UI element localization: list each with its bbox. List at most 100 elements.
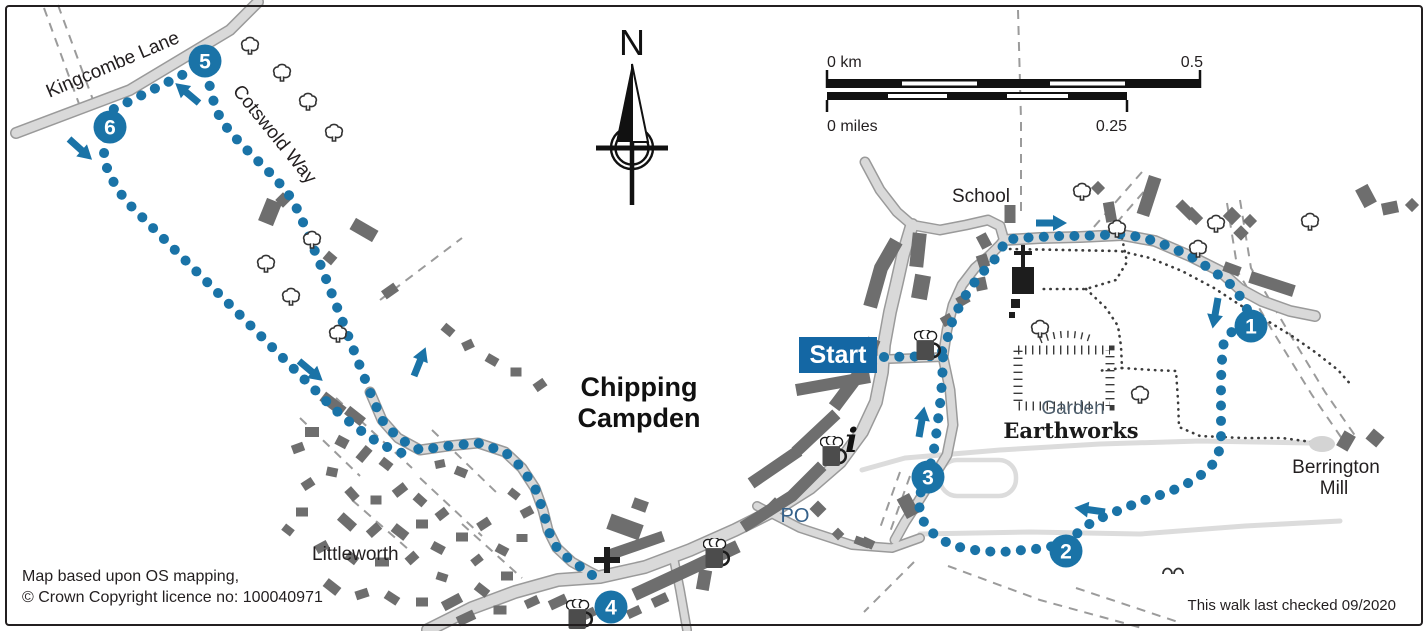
building (695, 569, 713, 591)
building (314, 539, 330, 555)
route-dots (879, 228, 1255, 558)
building (975, 253, 991, 269)
building (606, 513, 644, 541)
credit-line2: © Crown Copyright licence no: 100040971 (22, 589, 323, 606)
road (11, 0, 263, 138)
terrace-row (795, 371, 871, 396)
start-label: Start (810, 341, 868, 369)
route-dots (201, 61, 597, 580)
berrington-mill-label-line1: Berrington (1292, 457, 1380, 478)
building (412, 492, 428, 508)
svg-text:1: 1 (1245, 316, 1257, 339)
building (455, 609, 477, 627)
building (625, 604, 643, 620)
dashed-track (1017, 9, 1022, 215)
building (975, 232, 993, 250)
dashed-track (889, 475, 911, 533)
direction-arrow-icon (1036, 215, 1067, 231)
compass-needle-left (616, 64, 632, 142)
building (1222, 206, 1242, 226)
route-dots (98, 63, 419, 460)
dotted-boundaries (1008, 236, 1354, 444)
waypoint-5: 5 (188, 44, 222, 78)
scale-miles-max: 0.25 (1096, 118, 1127, 135)
building (1004, 205, 1016, 223)
building (1380, 200, 1400, 216)
direction-arrow-icon (1074, 501, 1106, 518)
building (519, 505, 535, 519)
building (300, 476, 316, 492)
building (430, 540, 446, 556)
building (523, 594, 541, 610)
walk-route (98, 61, 1255, 580)
dashed-track (1226, 202, 1346, 444)
building (484, 353, 500, 367)
waypoint-1: 1 (1234, 309, 1268, 343)
building (344, 550, 360, 566)
building (470, 553, 484, 567)
building (1090, 180, 1106, 196)
terrace-row (739, 461, 827, 533)
building (404, 550, 420, 566)
building (532, 377, 548, 393)
building (344, 486, 360, 502)
road (753, 502, 924, 552)
building (1248, 271, 1296, 297)
direction-arrow-icon (66, 136, 93, 160)
scale-km-zero: 0 km (827, 54, 862, 71)
building (383, 590, 401, 606)
direction-arrow-icon (410, 347, 428, 378)
building (476, 516, 492, 532)
town-label-line1: Chipping (581, 372, 698, 402)
compass-rose: N (596, 22, 668, 205)
building (375, 557, 389, 567)
scale-miles-bar (827, 92, 1127, 100)
dashed-track (1239, 199, 1359, 441)
building (1233, 225, 1249, 241)
building (378, 456, 394, 472)
dashed-track (419, 477, 483, 537)
building (1336, 430, 1356, 452)
buildings (258, 174, 1420, 627)
waypoint-3: 3 (911, 460, 945, 494)
building (1404, 197, 1420, 213)
building (390, 523, 410, 541)
building (911, 273, 931, 301)
building (650, 592, 670, 608)
field-path (917, 518, 1343, 537)
building (322, 578, 342, 596)
building (336, 512, 358, 532)
building (354, 587, 370, 601)
scale-miles-zero: 0 miles (827, 118, 878, 135)
pub-icon (703, 538, 731, 570)
waypoint-2: 2 (1049, 534, 1083, 568)
building (909, 232, 927, 268)
building (440, 592, 464, 612)
church-cross-icon (594, 547, 620, 573)
waypoint-6: 6 (93, 110, 127, 144)
dashed-track (43, 7, 83, 113)
building (1102, 201, 1118, 223)
building (434, 459, 446, 469)
gate-icon (1162, 567, 1184, 575)
dashed-track (1075, 587, 1179, 623)
building (434, 506, 450, 522)
compass-north-label: N (619, 22, 645, 63)
building (453, 465, 469, 479)
field-boundary (1096, 366, 1124, 373)
last-checked-note: This walk last checked 09/2020 (1188, 597, 1396, 614)
direction-arrow-icon (914, 406, 930, 438)
terrace-row (604, 530, 666, 562)
building (416, 597, 428, 607)
building (370, 495, 382, 505)
building (501, 571, 513, 581)
building (507, 487, 521, 501)
building (281, 523, 295, 537)
road (861, 158, 1008, 244)
building (809, 500, 827, 518)
info-icon: i (845, 421, 858, 461)
building (325, 466, 339, 478)
svg-text:4: 4 (605, 597, 617, 620)
